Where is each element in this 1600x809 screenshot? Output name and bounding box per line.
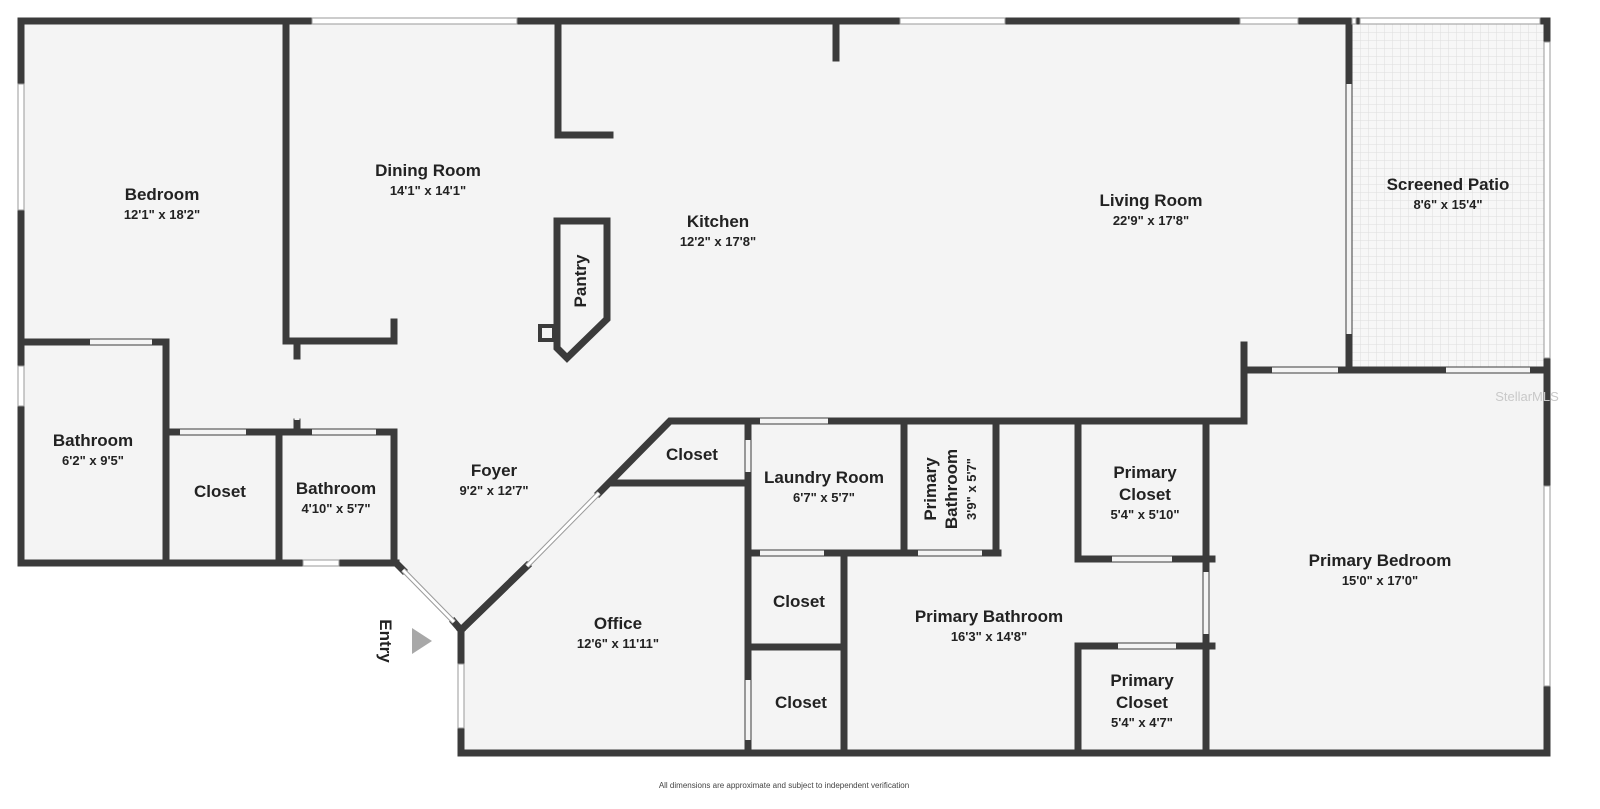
room-name-primary-closet-line2: Closet <box>1119 485 1171 504</box>
room-dims-laundry-room: 6'7" x 5'7" <box>793 490 855 505</box>
room-name-primary-closet-line1: Primary <box>1110 671 1174 690</box>
window <box>1239 17 1299 25</box>
room-name-dining-room: Dining Room <box>375 161 481 180</box>
room-dims-office: 12'6" x 11'11" <box>577 636 659 651</box>
room-dims-foyer: 9'2" x 12'7" <box>459 483 528 498</box>
window <box>302 559 340 567</box>
room-name-office: Office <box>594 614 642 633</box>
room-dims-primary-closet: 5'4" x 5'10" <box>1110 507 1179 522</box>
entry-label: Entry <box>376 619 395 663</box>
openings <box>90 84 1530 740</box>
room-dims-kitchen: 12'2" x 17'8" <box>680 234 756 249</box>
room-dims-screened-patio: 8'6" x 15'4" <box>1413 197 1482 212</box>
room-labels: Bedroom 12'1" x 18'2" Dining Room 14'1" … <box>53 161 1510 730</box>
kitchen-partition <box>554 17 614 139</box>
room-name-foyer: Foyer <box>471 461 518 480</box>
floor-area <box>21 21 1547 753</box>
window <box>1359 17 1541 25</box>
exterior-wall-entry-right <box>456 561 532 635</box>
room-name-primary-closet-line1: Primary <box>1113 463 1177 482</box>
entry-door-glass <box>401 568 456 624</box>
room-dims-primary-closet: 5'4" x 4'7" <box>1111 715 1173 730</box>
room-name-primary-bedroom: Primary Bedroom <box>1309 551 1452 570</box>
room-name-closet: Closet <box>194 482 246 501</box>
window <box>899 17 1006 25</box>
room-name-bathroom: Bathroom <box>53 431 133 450</box>
patio-surface <box>1352 21 1547 370</box>
entry-right-jamb <box>449 617 466 635</box>
room-name-laundry-room: Laundry Room <box>764 468 884 487</box>
room-name-closet: Closet <box>775 693 827 712</box>
room-name-primary-bathroom: Primary Bathroom <box>915 607 1063 626</box>
window <box>1543 485 1551 687</box>
window <box>17 365 25 407</box>
room-dims-primary-bathroom-small: 3'9" x 5'7" <box>964 458 979 520</box>
room-name-living-room: Living Room <box>1100 191 1203 210</box>
room-name-closet: Closet <box>666 445 718 464</box>
room-dims-bathroom: 4'10" x 5'7" <box>301 501 370 516</box>
window <box>457 663 465 729</box>
pantry-walls <box>553 217 611 363</box>
room-name-screened-patio: Screened Patio <box>1387 175 1510 194</box>
window-cap <box>1351 17 1357 25</box>
window <box>17 83 25 211</box>
room-name-primary-bathroom-line1: Primary <box>921 457 940 521</box>
room-dims-living-room: 22'9" x 17'8" <box>1113 213 1189 228</box>
pantry-column <box>538 324 556 342</box>
room-name-closet: Closet <box>773 592 825 611</box>
room-name-pantry: Pantry <box>571 254 590 307</box>
room-name-bathroom: Bathroom <box>296 479 376 498</box>
room-dims-bathroom: 6'2" x 9'5" <box>62 453 124 468</box>
service-north-wall <box>594 417 1248 498</box>
footer-disclaimer: All dimensions are approximate and subje… <box>659 781 909 790</box>
room-dims-bedroom: 12'1" x 18'2" <box>124 207 200 222</box>
room-name-primary-closet-line2: Closet <box>1116 693 1168 712</box>
watermark: StellarMLS <box>1495 389 1559 404</box>
room-dims-primary-bedroom: 15'0" x 17'0" <box>1342 573 1418 588</box>
room-dims-primary-bathroom: 16'3" x 14'8" <box>951 629 1027 644</box>
room-name-primary-bathroom-line2: Bathroom <box>942 449 961 529</box>
window <box>1543 41 1551 359</box>
room-name-bedroom: Bedroom <box>125 185 200 204</box>
window <box>311 17 518 25</box>
room-dims-dining-room: 14'1" x 14'1" <box>390 183 466 198</box>
entry-arrow-icon <box>412 628 432 654</box>
windows <box>17 17 1551 729</box>
room-name-kitchen: Kitchen <box>687 212 749 231</box>
foyer-window-glass <box>525 491 601 568</box>
